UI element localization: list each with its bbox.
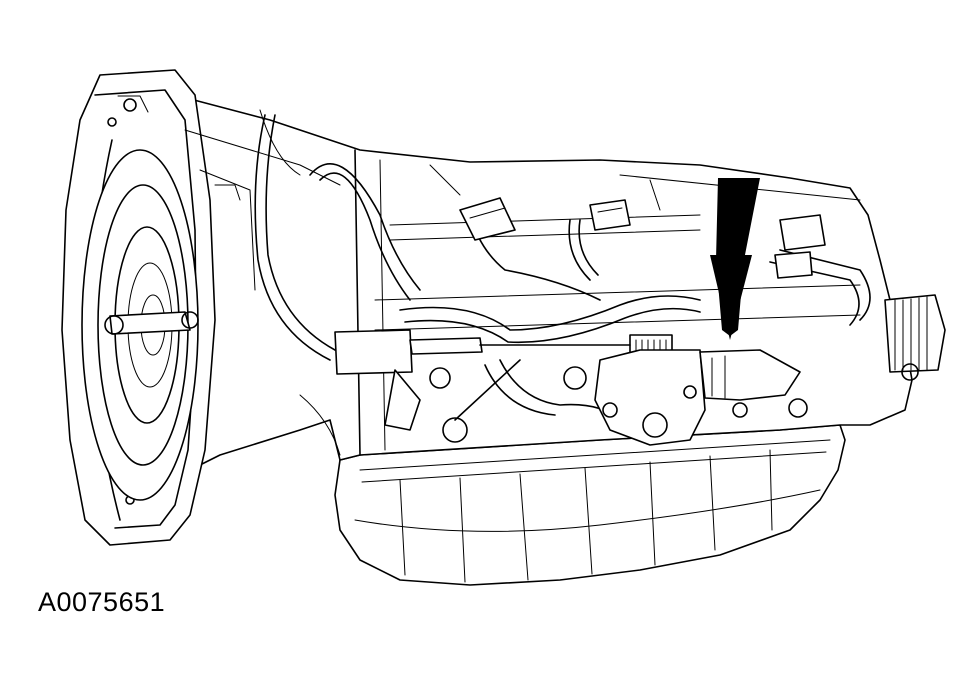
case-ribs — [184, 109, 861, 291]
wiring-harness — [254, 114, 871, 421]
shift-linkage — [334, 329, 631, 443]
oil-pan — [334, 424, 846, 586]
output-shaft — [884, 294, 946, 381]
range-sensor — [594, 349, 808, 446]
torque-converter — [81, 149, 199, 501]
figure-id-label: A0075651 — [38, 587, 166, 617]
down-arrow-icon — [710, 178, 760, 340]
